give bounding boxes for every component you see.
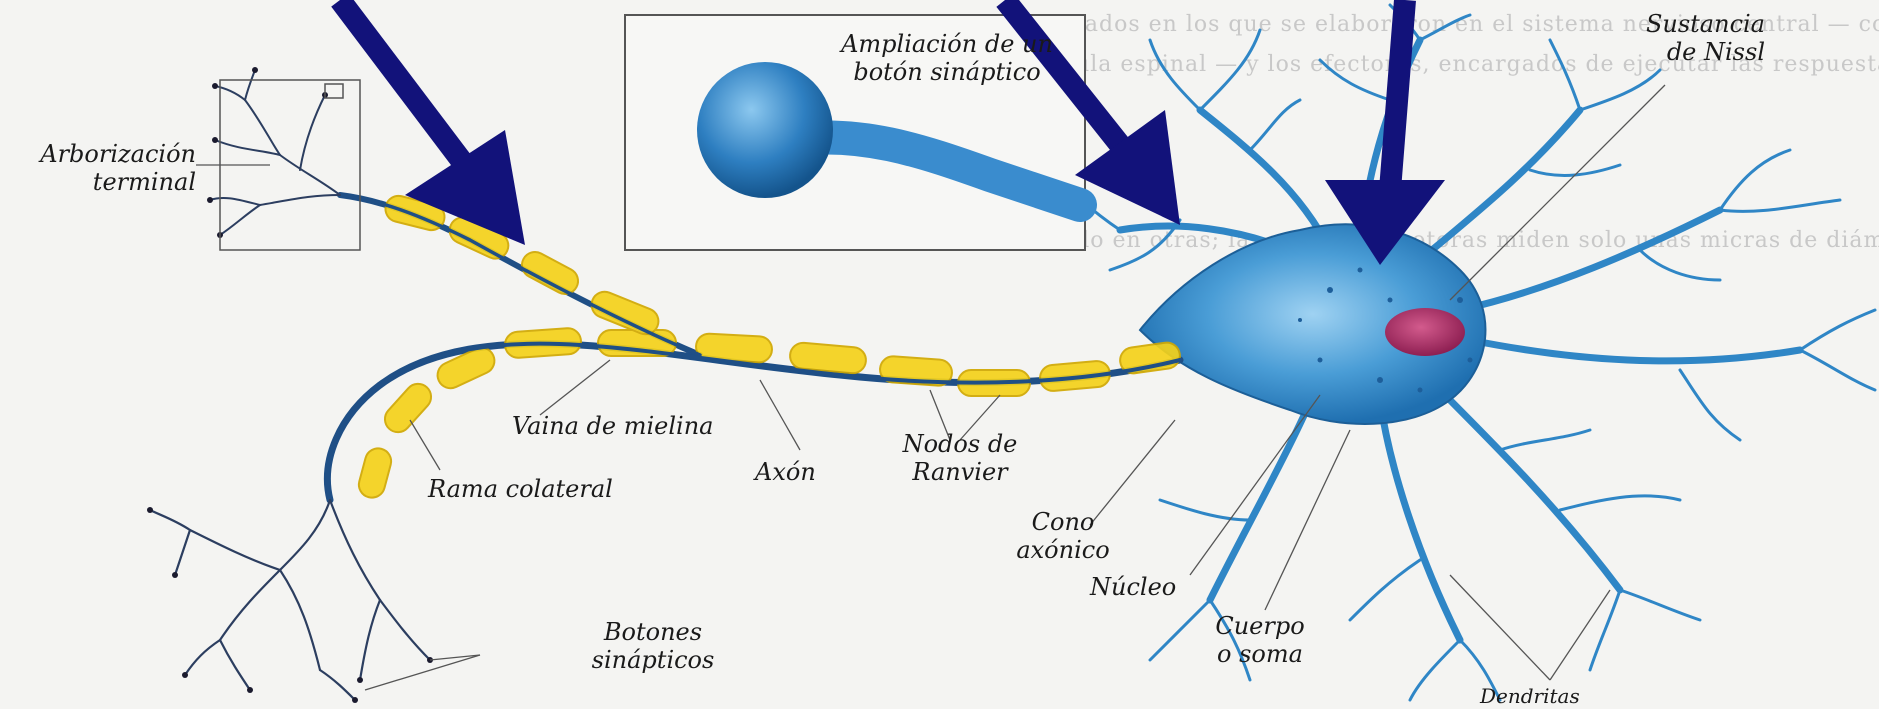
label-vaina-mielina: Vaina de mielina — [512, 412, 713, 440]
label-line: axónico — [1008, 536, 1118, 564]
label-line: Cuerpo — [1200, 612, 1320, 640]
label-cono-axonico: Cono axónico — [1008, 508, 1118, 564]
bouton-dots — [147, 507, 433, 703]
label-nodos-ranvier: Nodos de Ranvier — [880, 430, 1040, 486]
label-line: Nodos de — [880, 430, 1040, 458]
nucleus — [1385, 308, 1465, 356]
label-botones-sinapticos: Botones sinápticos — [588, 618, 718, 674]
label-line: botón sináptico — [812, 58, 1082, 86]
label-cuerpo-soma: Cuerpo o soma — [1200, 612, 1320, 668]
label-line: de Nissl — [1605, 38, 1765, 66]
label-sustancia-nissl: Sustancia de Nissl — [1605, 10, 1765, 66]
label-line: Ampliación de un — [812, 30, 1082, 58]
label-line: Arborización — [0, 140, 196, 168]
label-axon: Axón — [755, 458, 816, 486]
label-line: Ranvier — [880, 458, 1040, 486]
label-nucleo: Núcleo — [1090, 573, 1176, 601]
label-line: Botones — [588, 618, 718, 646]
label-line: o soma — [1200, 640, 1320, 668]
label-dendritas: Dendritas — [1480, 682, 1580, 709]
synaptic-boutons-tree — [150, 500, 430, 700]
label-line: Sustancia — [1605, 10, 1765, 38]
terminal-arborization — [210, 70, 340, 235]
label-line: sinápticos — [588, 646, 718, 674]
label-line: Cono — [1008, 508, 1118, 536]
label-rama-colateral: Rama colateral — [428, 475, 613, 503]
label-arborizacion: Arborización terminal — [0, 140, 196, 196]
label-line: terminal — [0, 168, 196, 196]
label-ampliacion: Ampliación de un botón sináptico — [812, 30, 1082, 86]
